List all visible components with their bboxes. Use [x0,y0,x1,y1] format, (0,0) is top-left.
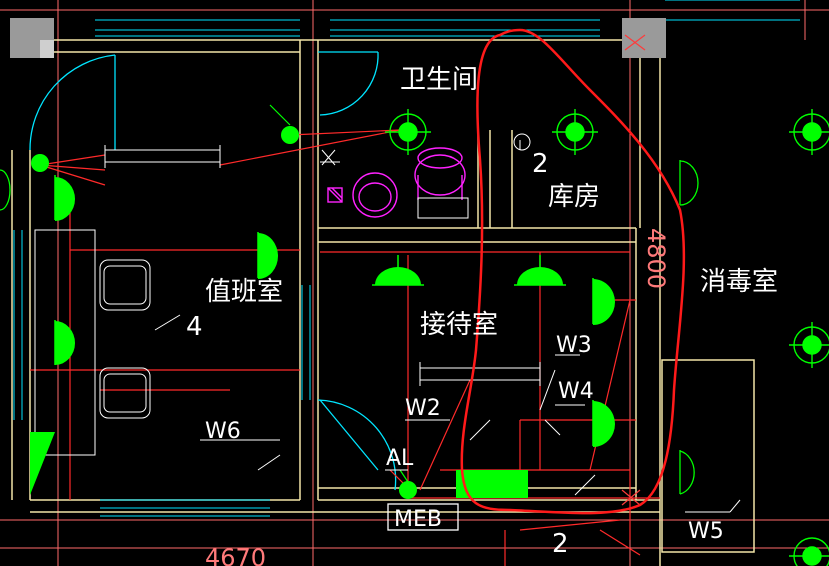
wall-lamp [54,320,75,365]
tag-w4: W4 [558,379,594,404]
room-label-duty: 值班室 [205,277,283,307]
tag-w6: W6 [205,419,241,444]
room-label-toilet: 卫生间 [400,65,478,95]
ceiling-lamp [385,109,431,155]
wall-lamp [54,175,75,221]
meb-box [387,503,459,531]
columns [10,18,666,58]
room-label-disinfection: 消毒室 [700,267,778,297]
number-4: 4 [186,312,203,342]
ceiling-lamp [789,537,829,566]
leader-lines [154,133,741,513]
ceiling-lamp [789,322,829,368]
dimension-4800: 4800 [642,228,670,289]
tag-al: AL [386,446,414,471]
wall-lamp [592,400,615,447]
panel-triangle [30,432,55,495]
windows [13,0,800,517]
tag-w3: W3 [556,333,592,358]
number-2-storage: 2 [532,149,549,179]
dot-lamp [281,126,299,144]
labels: 卫生间 库房 值班室 接待室 消毒室 W2 W3 W4 W5 W6 AL MEB… [186,65,778,566]
wall-lamp-outline [0,160,699,495]
wall-lamp [592,278,615,325]
ceiling-lamp [552,109,598,155]
furniture [34,145,541,456]
sanitary-fixtures [327,147,466,218]
circuit-wiring [30,129,660,566]
room-label-reception: 接待室 [420,310,498,340]
number-2-bottom: 2 [552,529,569,559]
tag-meb: MEB [394,507,442,532]
sanitary-outlines [320,149,469,219]
highlight-outline [460,28,686,515]
tag-w5: W5 [688,519,724,544]
pendant-lamp [372,255,424,286]
doors [29,51,397,491]
junction-marks [621,34,646,506]
dimension-4670: 4670 [205,544,266,566]
dot-lamp [399,481,417,499]
ceiling-lamp [789,109,829,155]
wall-lamp [257,232,278,279]
room-label-storage: 库房 [548,182,600,212]
dot-lamp [31,154,49,172]
tag-w2: W2 [405,396,441,421]
pendant-lamp [514,255,566,286]
light-fixtures [0,104,829,566]
